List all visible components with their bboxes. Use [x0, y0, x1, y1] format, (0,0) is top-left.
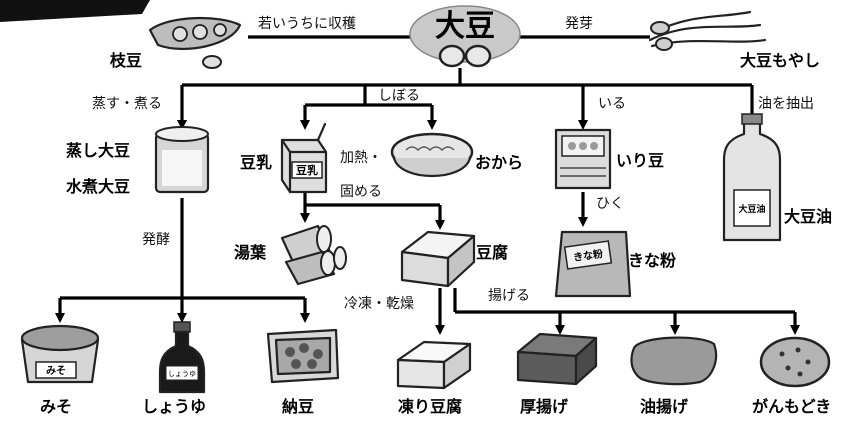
roasted-beans-box-icon [554, 128, 612, 190]
node-koridofu: 凍り豆腐 [398, 397, 462, 416]
soy-sauce-bottle-icon: しょうゆ [158, 321, 206, 394]
steamed-soybean-cup-icon [154, 126, 210, 194]
center-label: 大豆 [435, 9, 495, 44]
process-fry: 揚げる [488, 287, 530, 304]
edamame-icon [148, 17, 242, 69]
process-roast: いる [598, 96, 626, 112]
node-tonyu: 豆乳 [240, 153, 272, 172]
aburaage-icon [630, 336, 718, 386]
soymilk-carton-text: 豆乳 [296, 163, 318, 177]
atsuage-icon [516, 332, 598, 386]
soymilk-carton-icon: 豆乳 [280, 122, 328, 194]
natto-pack-icon [266, 328, 340, 384]
node-mizuni-daizu: 水煮大豆 [66, 177, 130, 196]
process-sprout: 発芽 [565, 16, 593, 32]
node-daizuyu: 大豆油 [784, 207, 832, 226]
kinako-bag-text: きな粉 [572, 247, 604, 264]
node-atsuage: 厚揚げ [520, 397, 569, 416]
process-extract: 油を抽出 [758, 96, 814, 112]
corner-title-fragment [0, 0, 150, 22]
miso-tub-icon: みそ [20, 324, 100, 384]
node-edamame: 枝豆 [109, 51, 142, 70]
process-heat-1: 加熱・ [340, 150, 382, 166]
node-shoyu: しょうゆ [142, 397, 206, 416]
node-mushi-daizu: 蒸し大豆 [66, 141, 130, 160]
process-labels: 若いうちに収穫 発芽 蒸す・煮る しぼる いる 油を抽出 加熱・ 固める ひく … [92, 16, 814, 312]
product-labels: 枝豆 大豆もやし 蒸し大豆 水煮大豆 豆乳 おから いり豆 大豆油 湯葉 豆腐 … [40, 51, 832, 416]
process-steam: 蒸す・煮る [92, 96, 162, 112]
soy-sauce-bottle-text: しょうゆ [168, 370, 196, 378]
process-grind: ひく [596, 196, 624, 212]
node-aburaage: 油揚げ [640, 397, 689, 416]
tofu-block-icon [400, 230, 476, 288]
node-irimame: いり豆 [616, 151, 664, 170]
okara-bowl-icon [390, 132, 474, 177]
miso-tub-text: みそ [46, 365, 66, 377]
node-moyashi: 大豆もやし [740, 51, 820, 70]
moyashi-icon [648, 10, 767, 51]
oil-bottle-text: 大豆油 [738, 203, 765, 215]
process-freeze: 冷凍・乾燥 [344, 296, 414, 312]
yuba-rolls-icon [280, 224, 347, 286]
node-miso: みそ [40, 397, 72, 416]
soybean-oil-bottle-icon: 大豆油 [722, 113, 782, 242]
center-node: 大豆 [409, 5, 521, 68]
frozen-tofu-icon [396, 340, 472, 390]
soybean-icon [464, 44, 492, 68]
process-ferment: 発酵 [142, 232, 170, 248]
node-natto: 納豆 [282, 397, 314, 416]
node-okara: おから [475, 153, 523, 172]
ganmodoki-icon [759, 336, 831, 388]
process-harvest: 若いうちに収穫 [258, 16, 356, 32]
node-kinako: きな粉 [628, 251, 676, 270]
soybean-icon [438, 44, 466, 68]
process-heat-2: 固める [340, 184, 382, 200]
node-yuba: 湯葉 [234, 243, 267, 262]
node-tofu: 豆腐 [476, 243, 508, 262]
process-squeeze: しぼる [378, 88, 420, 104]
node-ganmodoki: がんもどき [752, 397, 831, 416]
kinako-bag-icon: きな粉 [554, 230, 632, 298]
